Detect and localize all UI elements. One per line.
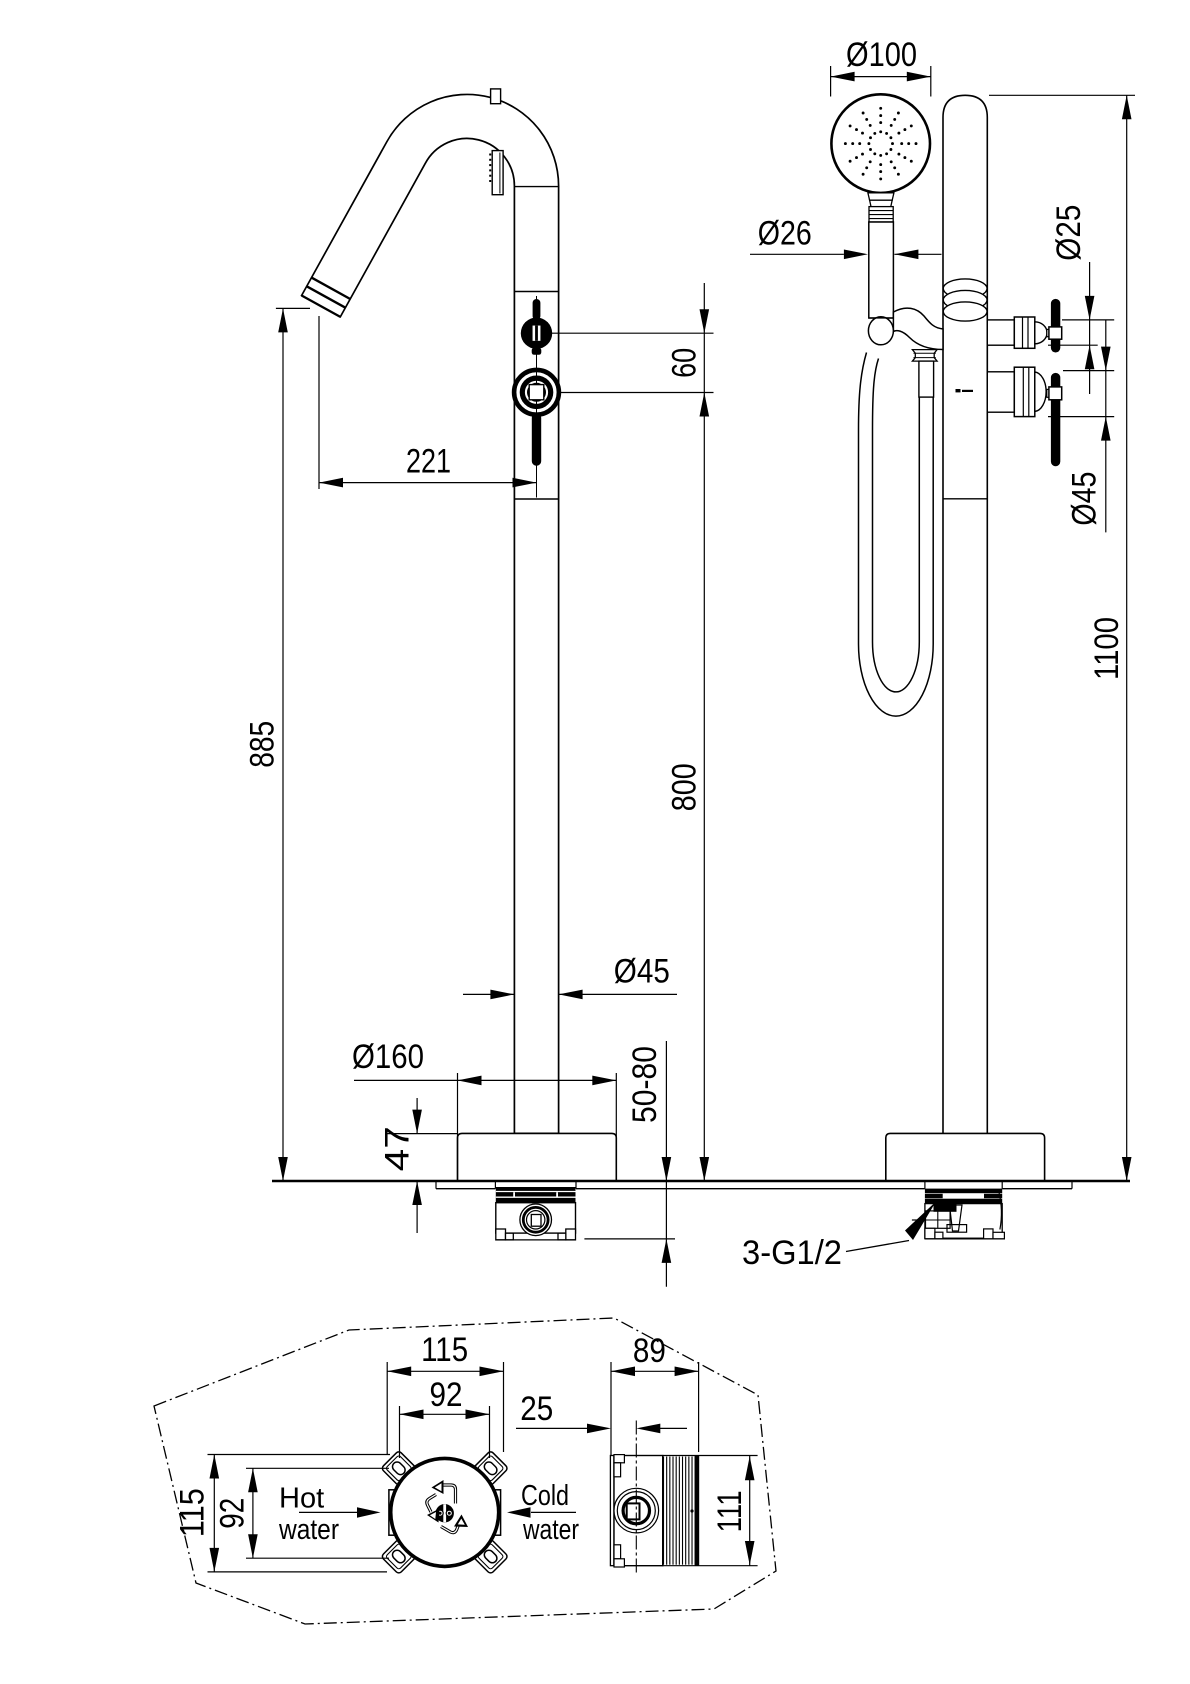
- svg-text:water: water: [522, 1514, 579, 1546]
- svg-text:Cold: Cold: [521, 1480, 569, 1512]
- svg-text:Ø45: Ø45: [1066, 472, 1104, 526]
- svg-text:89: 89: [633, 1332, 666, 1370]
- svg-text:Hot: Hot: [279, 1483, 324, 1515]
- svg-text:115: 115: [174, 1488, 212, 1537]
- svg-text:water: water: [278, 1514, 339, 1546]
- svg-text:50-80: 50-80: [626, 1046, 664, 1123]
- svg-text:Ø26: Ø26: [758, 215, 812, 253]
- svg-text:111: 111: [711, 1490, 749, 1532]
- svg-text:800: 800: [665, 763, 703, 811]
- svg-text:47: 47: [378, 1126, 416, 1171]
- svg-text:1100: 1100: [1088, 617, 1126, 680]
- svg-text:Ø25: Ø25: [1050, 205, 1088, 261]
- svg-text:Ø100: Ø100: [846, 36, 917, 74]
- svg-text:92: 92: [430, 1376, 463, 1414]
- svg-text:885: 885: [244, 721, 282, 768]
- svg-text:60: 60: [666, 348, 704, 378]
- svg-text:Ø45: Ø45: [614, 953, 670, 991]
- svg-text:92: 92: [213, 1498, 251, 1529]
- svg-text:115: 115: [421, 1331, 468, 1369]
- svg-text:221: 221: [406, 443, 451, 481]
- svg-text:3-G1/2: 3-G1/2: [742, 1234, 842, 1272]
- svg-text:25: 25: [520, 1390, 553, 1428]
- svg-text:Ø160: Ø160: [352, 1038, 424, 1076]
